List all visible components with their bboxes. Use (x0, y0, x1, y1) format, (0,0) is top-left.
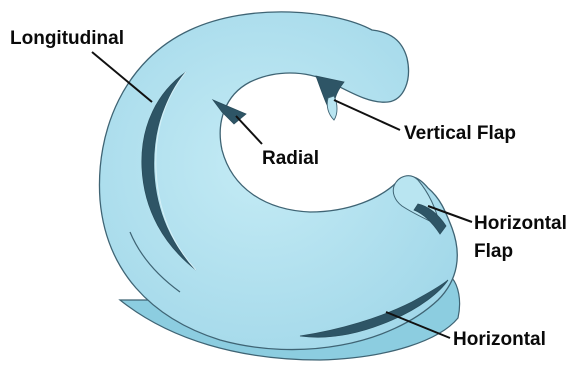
label-horizontal-flap-line2: Flap (474, 238, 567, 266)
leader-line-vertical-flap (334, 100, 400, 130)
label-horizontal-flap: Horizontal Flap (474, 210, 567, 266)
label-longitudinal: Longitudinal (10, 27, 124, 51)
vertical-flap (327, 96, 337, 120)
label-vertical-flap: Vertical Flap (404, 122, 516, 146)
label-horizontal-flap-line1: Horizontal (474, 210, 567, 238)
label-radial: Radial (262, 147, 319, 171)
leader-line-radial (236, 116, 262, 144)
label-horizontal: Horizontal (453, 328, 546, 352)
